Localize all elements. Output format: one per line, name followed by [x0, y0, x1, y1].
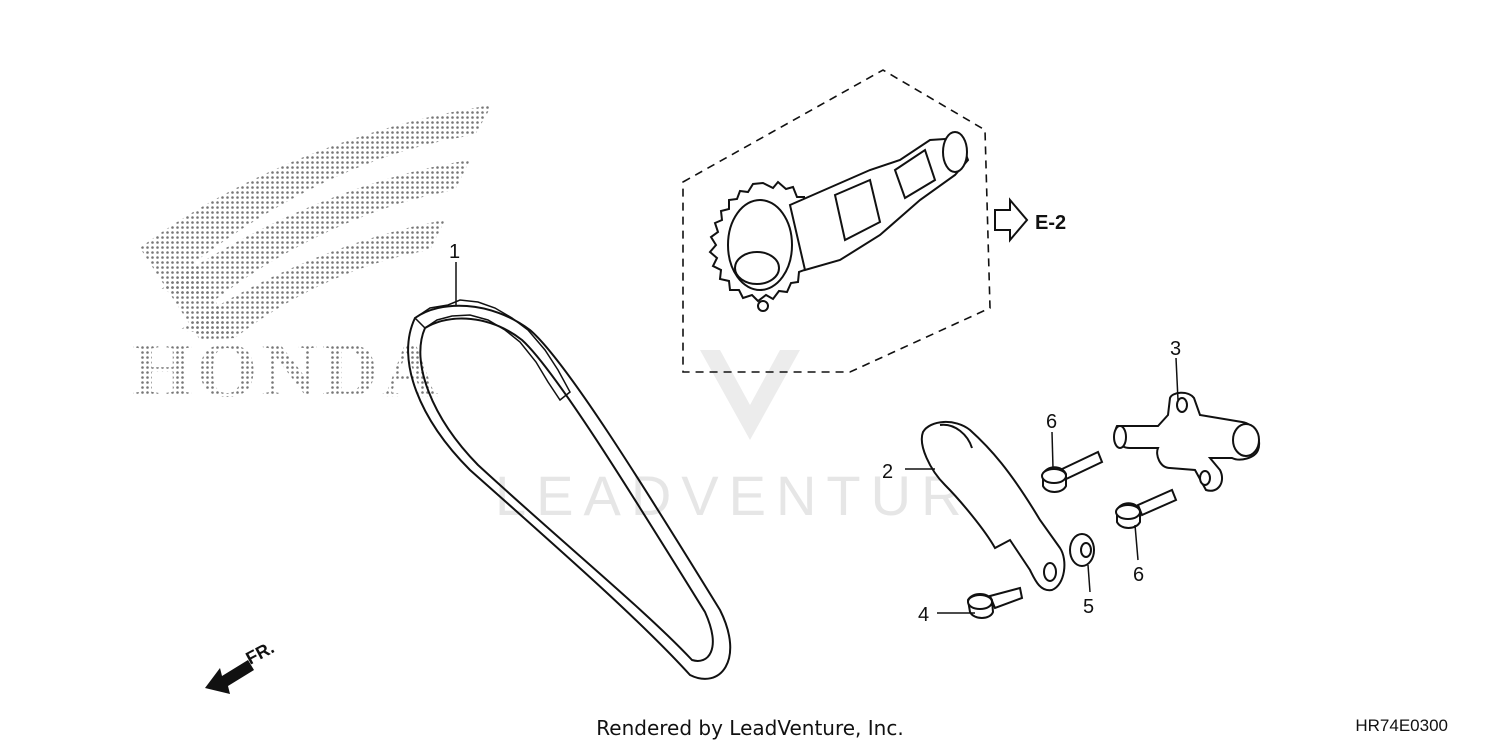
tensioner-arm: [920, 421, 1066, 592]
tensioner-lifter: [1113, 391, 1261, 492]
reference-label: E-2: [1035, 212, 1066, 234]
honda-logo-text: HONDA: [132, 326, 442, 413]
leader-lines: [455, 262, 1179, 614]
cam-chain: [407, 299, 732, 680]
callout-6-lower: 6: [1133, 564, 1144, 586]
camshaft: [788, 131, 970, 272]
reference-arrow: E-2: [994, 197, 1066, 243]
cam-sprocket: [708, 180, 817, 312]
bolt-4: [966, 586, 1024, 619]
diagram-code: HR74E0300: [1355, 716, 1448, 735]
front-direction-indicator: FR.: [205, 637, 277, 694]
watermark-text: LEADVENTURE: [495, 464, 1019, 527]
camshaft-assembly: [682, 69, 991, 373]
callout-3: 3: [1170, 338, 1181, 360]
outline-arrow-icon: [994, 197, 1029, 243]
footer-credit: Rendered by LeadVenture, Inc.: [596, 716, 904, 740]
assembly-dashed-box: [682, 69, 991, 373]
callout-4: 4: [918, 604, 929, 626]
bolt-6-upper: [1041, 450, 1104, 493]
callout-2: 2: [882, 461, 893, 483]
honda-wing-logo: HONDA: [132, 105, 492, 413]
callout-1: 1: [449, 241, 460, 263]
callout-5: 5: [1083, 596, 1094, 618]
washer-5: [1069, 533, 1095, 567]
bolt-6-lower: [1115, 488, 1178, 529]
front-arrow-icon: [205, 660, 254, 694]
callout-6-upper: 6: [1046, 411, 1057, 433]
